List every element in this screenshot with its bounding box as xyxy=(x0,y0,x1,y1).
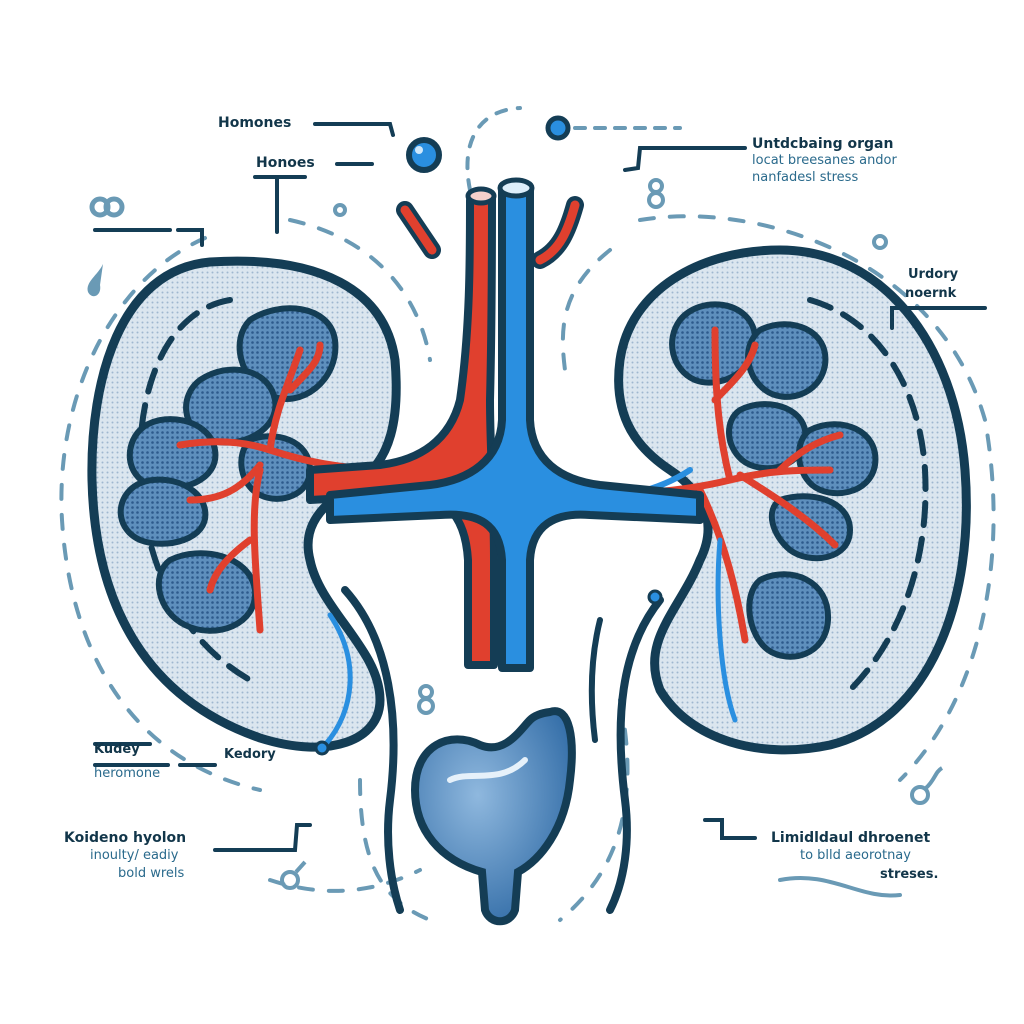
ureters xyxy=(314,537,738,914)
infinity-icon xyxy=(89,196,125,218)
label-kidney-2: Kedory xyxy=(224,747,276,762)
label-bottom-left-title: Koideno hyolon xyxy=(64,830,187,846)
small-circle-icon xyxy=(333,203,888,250)
label-bottom-right-line3: streses. xyxy=(880,867,939,882)
hook-glyph-icon xyxy=(280,766,944,890)
label-hormones-1: Homones xyxy=(218,115,292,131)
circle-node-icon xyxy=(406,137,442,173)
label-bottom-left-line3: bold wrels xyxy=(118,866,185,881)
label-right-mid-1: Urdory xyxy=(908,267,959,282)
label-top-right-line3: nanfadesl stress xyxy=(752,170,859,185)
label-bottom-right-title: Limidldaul dhroenet xyxy=(771,830,931,846)
eight-glyph-icon xyxy=(417,178,665,715)
label-bottom-left-line2: inoulty/ eadiy xyxy=(90,848,179,863)
circle-node-icon xyxy=(545,115,571,141)
label-bottom-right-line2: to blld aeorotnay xyxy=(800,848,911,863)
label-hormones-2: Honoes xyxy=(256,155,315,171)
label-kidney: Kudey xyxy=(94,742,140,757)
leader-lines xyxy=(93,122,987,852)
label-right-mid-2: noernk xyxy=(905,286,957,301)
droplet-icon xyxy=(87,264,103,297)
bladder xyxy=(410,707,576,926)
great-vessels xyxy=(306,177,704,672)
right-kidney xyxy=(567,245,971,755)
dashed-orbit-lines xyxy=(59,106,996,922)
label-top-right-line2: locat breesanes andor xyxy=(752,153,897,168)
label-top-right-title: Untdcbaing organ xyxy=(752,136,894,152)
left-kidney xyxy=(87,256,404,752)
label-hormone: heromone xyxy=(94,766,161,781)
